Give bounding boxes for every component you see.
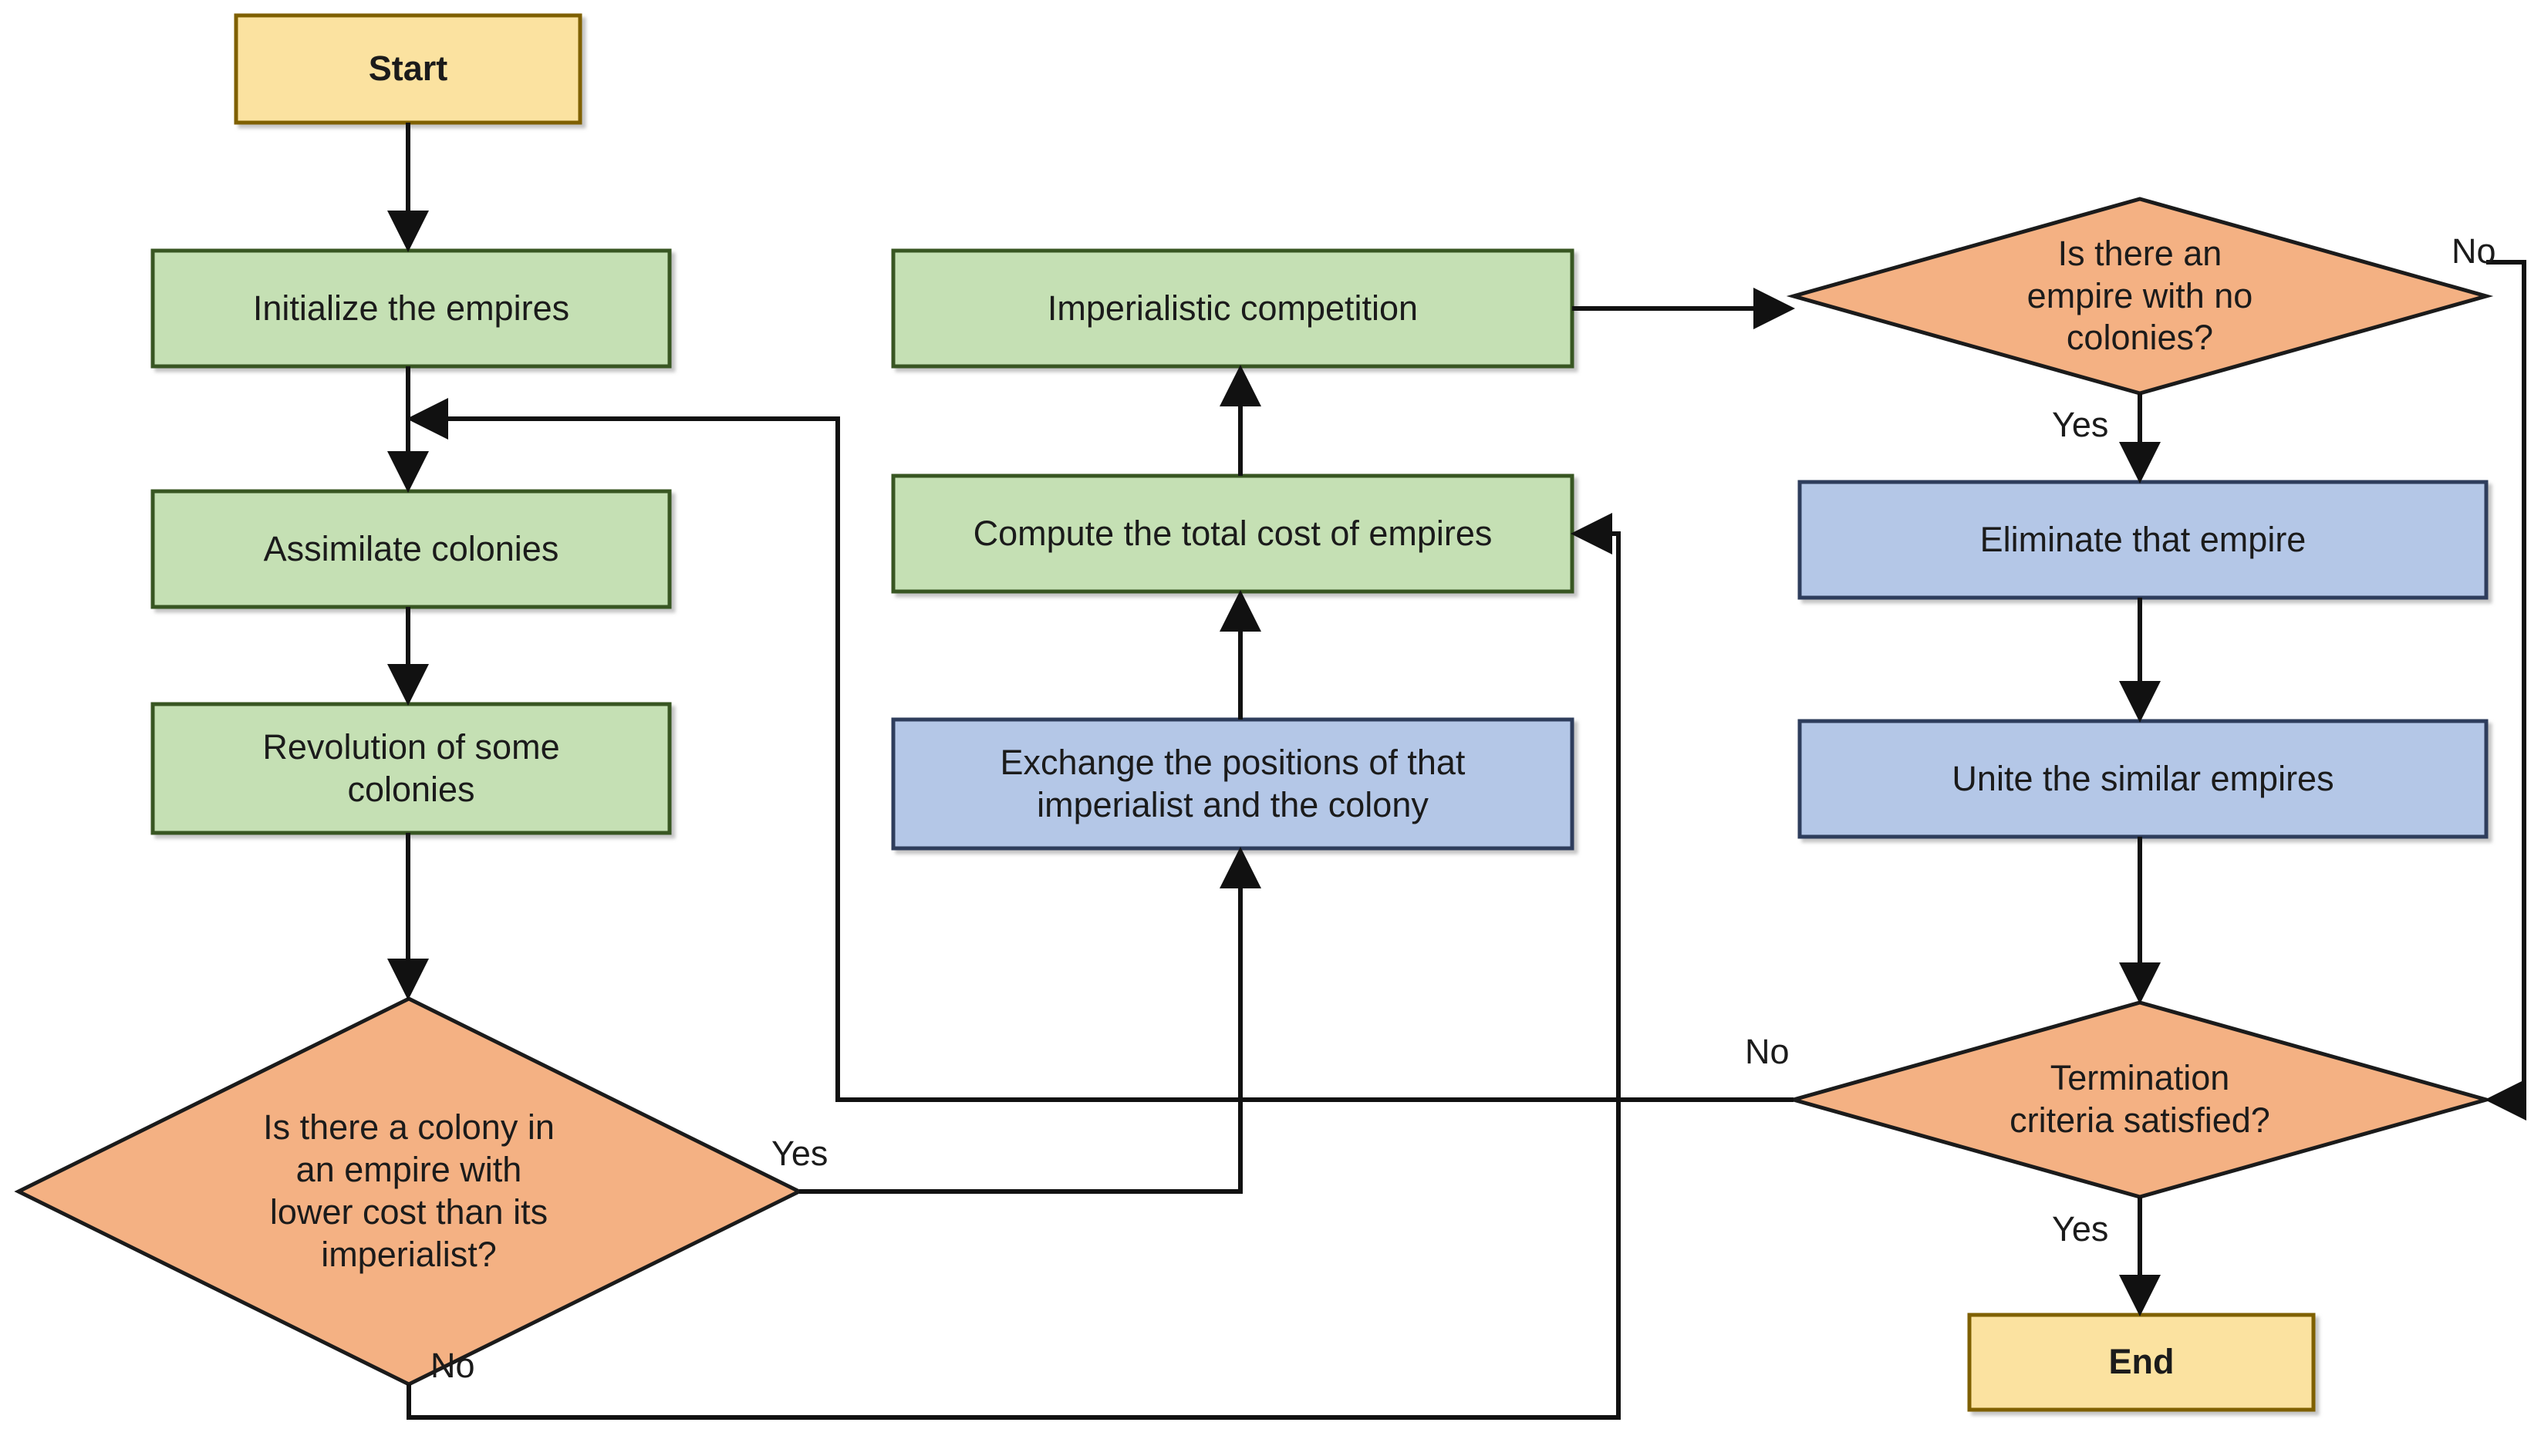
node-compcost-shape[interactable] [891,474,1574,594]
node-eliminate-shape[interactable] [1797,480,2489,600]
edge-label-yes-lowercost: Yes [771,1134,828,1173]
node-lowercost-shape[interactable] [14,996,804,1387]
edge-termination-no-to-assimilate [407,398,1794,1102]
edge-label-no-nocolonies: No [2452,231,2496,271]
edge-label-yes-nocolonies: Yes [2052,405,2109,444]
node-termination-shape[interactable] [1786,1000,2494,1199]
node-start-shape[interactable] [234,13,582,125]
edge-nocolonies-no-to-termination [2485,260,2526,1121]
node-revolution-shape[interactable] [150,702,672,835]
edge-lowercost-yes-to-exchange [799,847,1261,1194]
node-competition-shape[interactable] [891,248,1574,369]
edge-lowercost-no-to-compcost [407,513,1621,1420]
node-exchange-shape[interactable] [891,717,1574,851]
edge-label-yes-termination: Yes [2052,1209,2109,1249]
node-end-shape[interactable] [1967,1313,2316,1412]
node-assimilate-shape[interactable] [150,489,672,609]
node-init-shape[interactable] [150,248,672,369]
node-nocolonies-shape[interactable] [1786,197,2494,396]
node-unite-shape[interactable] [1797,719,2489,839]
edge-label-no-termination: No [1745,1032,1790,1071]
edge-label-no-lowercost: No [430,1346,475,1385]
